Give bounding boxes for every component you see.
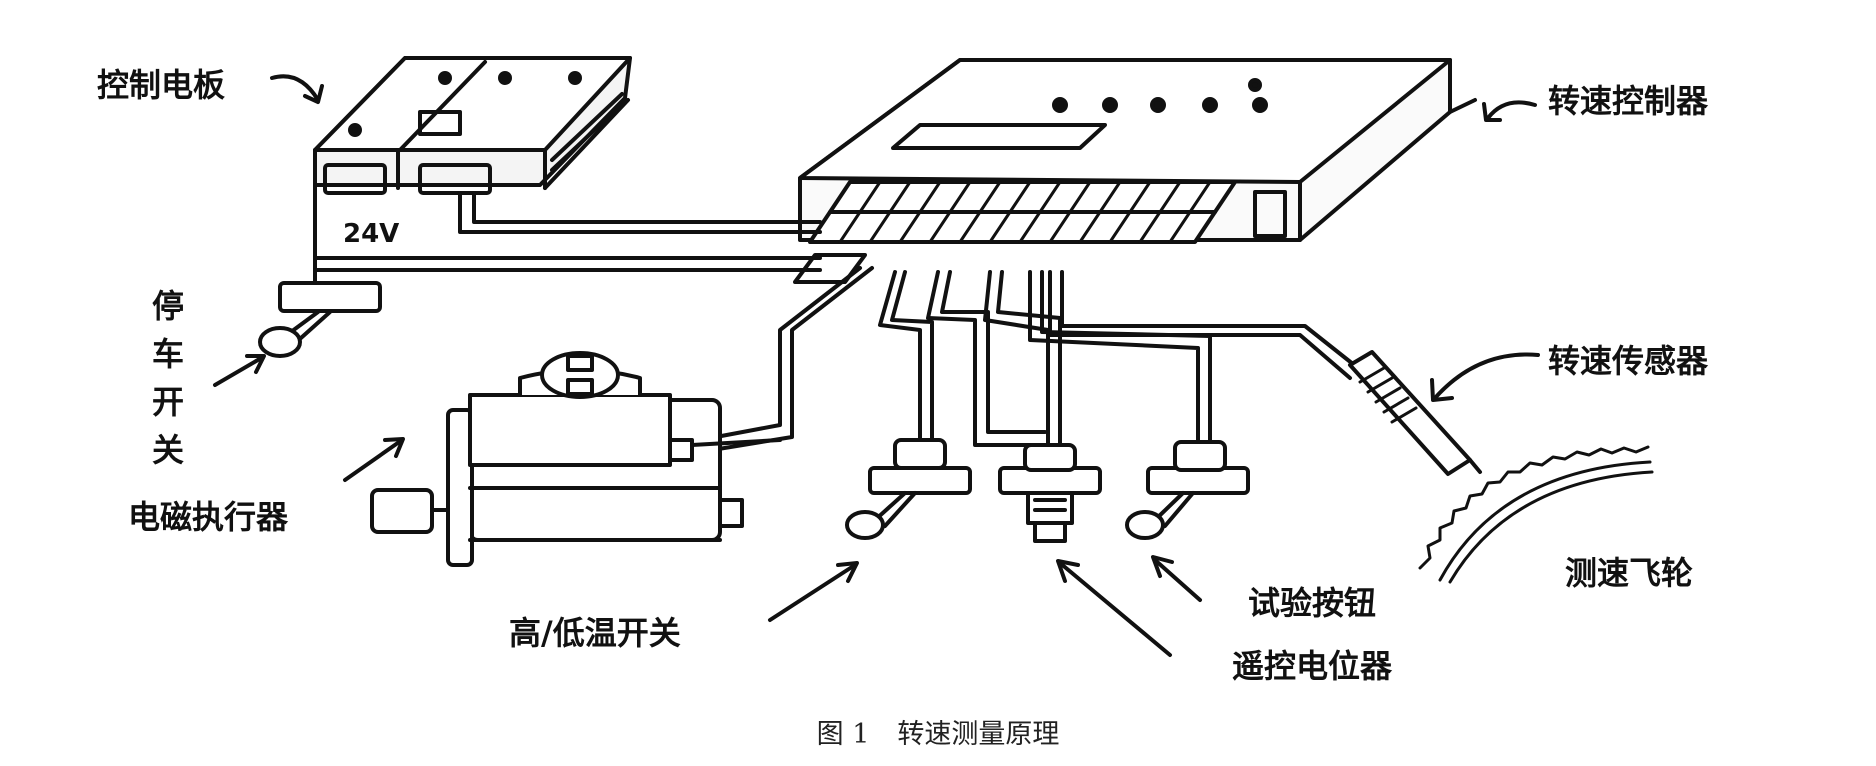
flywheel-label: 测速飞轮 [1565,554,1694,592]
figure-title: 转速测量原理 [897,719,1060,750]
speed-flywheel [1418,445,1654,584]
actuator-label: 电磁执行器 [128,498,289,536]
speed-controller-label: 转速控制器 [1548,82,1709,120]
stop-switch-label: 停车开关 [151,287,184,469]
electromagnetic-actuator [370,351,782,567]
speed-sensor-label: 转速传感器 [1548,342,1709,380]
voltage-label: 24V [343,219,400,249]
remote-potentiometer [1125,440,1250,540]
temperature-switch [845,438,972,540]
speed-sensor [1348,350,1482,476]
pointer-arrows [213,74,1540,657]
speed-controller [793,58,1477,284]
wiring [313,191,1360,464]
test-button-label: 试验按钮 [1248,584,1377,622]
test-button [998,443,1102,543]
stop-switch [258,268,382,358]
figure-number: 图 1 [816,719,870,750]
figure-caption: 图 1 转速测量原理 [0,712,1876,751]
temperature-switch-label: 高/低温开关 [509,614,681,652]
control-board-label: 控制电板 [97,66,226,104]
remote-potentiometer-label: 遥控电位器 [1232,647,1393,685]
control-board [313,56,632,282]
